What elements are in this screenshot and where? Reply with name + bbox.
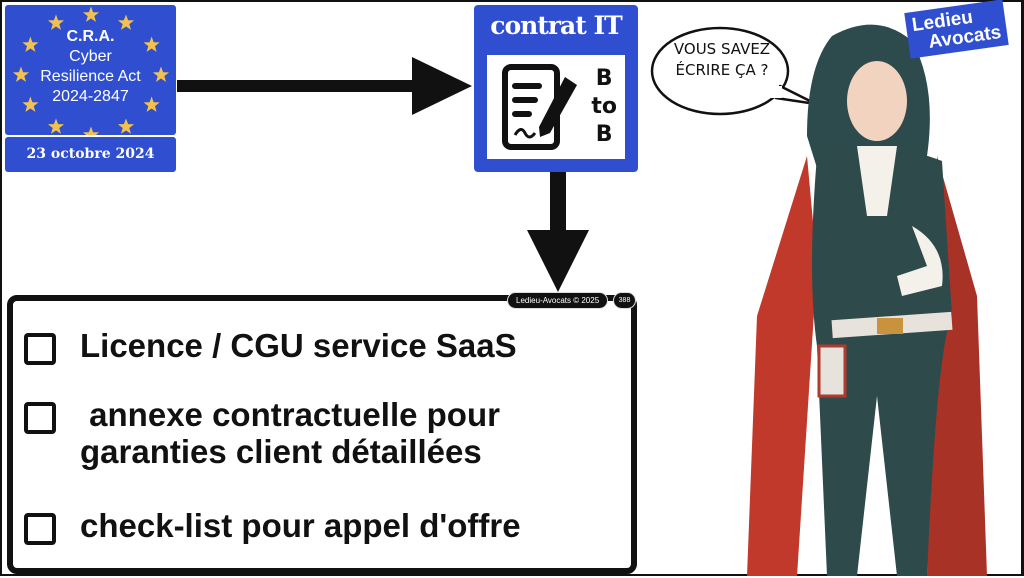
- star-icon: [117, 118, 135, 134]
- star-icon: [143, 96, 160, 112]
- btob-b1: B: [595, 66, 613, 91]
- eu-stars-icon: [12, 6, 170, 135]
- cra-badge: C.R.A. Cyber Resilience Act 2024-2847: [5, 5, 176, 135]
- arrow-down-icon: [527, 172, 589, 292]
- checklist-item: Licence / CGU service SaaS: [24, 327, 517, 365]
- cra-line3: Resilience Act: [40, 68, 141, 85]
- contrat-title: contrat IT: [490, 11, 623, 40]
- star-icon: [47, 118, 65, 134]
- copyright: Ledieu-Avocats © 2025: [507, 292, 609, 309]
- checklist-item-text: check-list pour appel d'offre: [80, 507, 521, 544]
- checklist-box: [7, 295, 637, 574]
- btob-to: to: [591, 94, 617, 119]
- page-number: 388: [613, 292, 636, 309]
- checkbox[interactable]: [24, 333, 56, 365]
- checklist-item: annexe contractuelle pour garanties clie…: [24, 396, 624, 470]
- star-icon: [22, 96, 39, 112]
- checkbox[interactable]: [24, 513, 56, 545]
- cra-date: 23 octobre 2024: [5, 137, 176, 172]
- cra-acronym: C.R.A.: [66, 28, 115, 45]
- contrat-it-badge: contrat IT B to B: [474, 5, 638, 172]
- star-icon: [12, 66, 30, 82]
- arrow-right-icon: [177, 57, 472, 115]
- cra-number: 2024-2847: [52, 88, 129, 105]
- contract-pen-icon: [502, 64, 577, 150]
- checklist-item-text: Licence / CGU service SaaS: [80, 327, 517, 364]
- star-icon: [152, 66, 170, 82]
- checklist-item: check-list pour appel d'offre: [24, 507, 521, 545]
- superheroine-illustration: [747, 24, 987, 576]
- star-icon: [47, 14, 65, 30]
- star-icon: [117, 14, 135, 30]
- star-icon: [143, 36, 160, 52]
- star-icon: [82, 6, 100, 22]
- checklist-item-text: annexe contractuelle pour garanties clie…: [80, 396, 510, 470]
- star-icon: [82, 126, 100, 135]
- speech-text: VOUS SAVEZ ÉCRIRE ÇA ?: [673, 40, 771, 79]
- cra-line2: Cyber: [69, 48, 112, 65]
- star-icon: [22, 36, 39, 52]
- btob-b2: B: [595, 122, 613, 147]
- checkbox[interactable]: [24, 402, 56, 434]
- speech-bubble: [650, 26, 818, 116]
